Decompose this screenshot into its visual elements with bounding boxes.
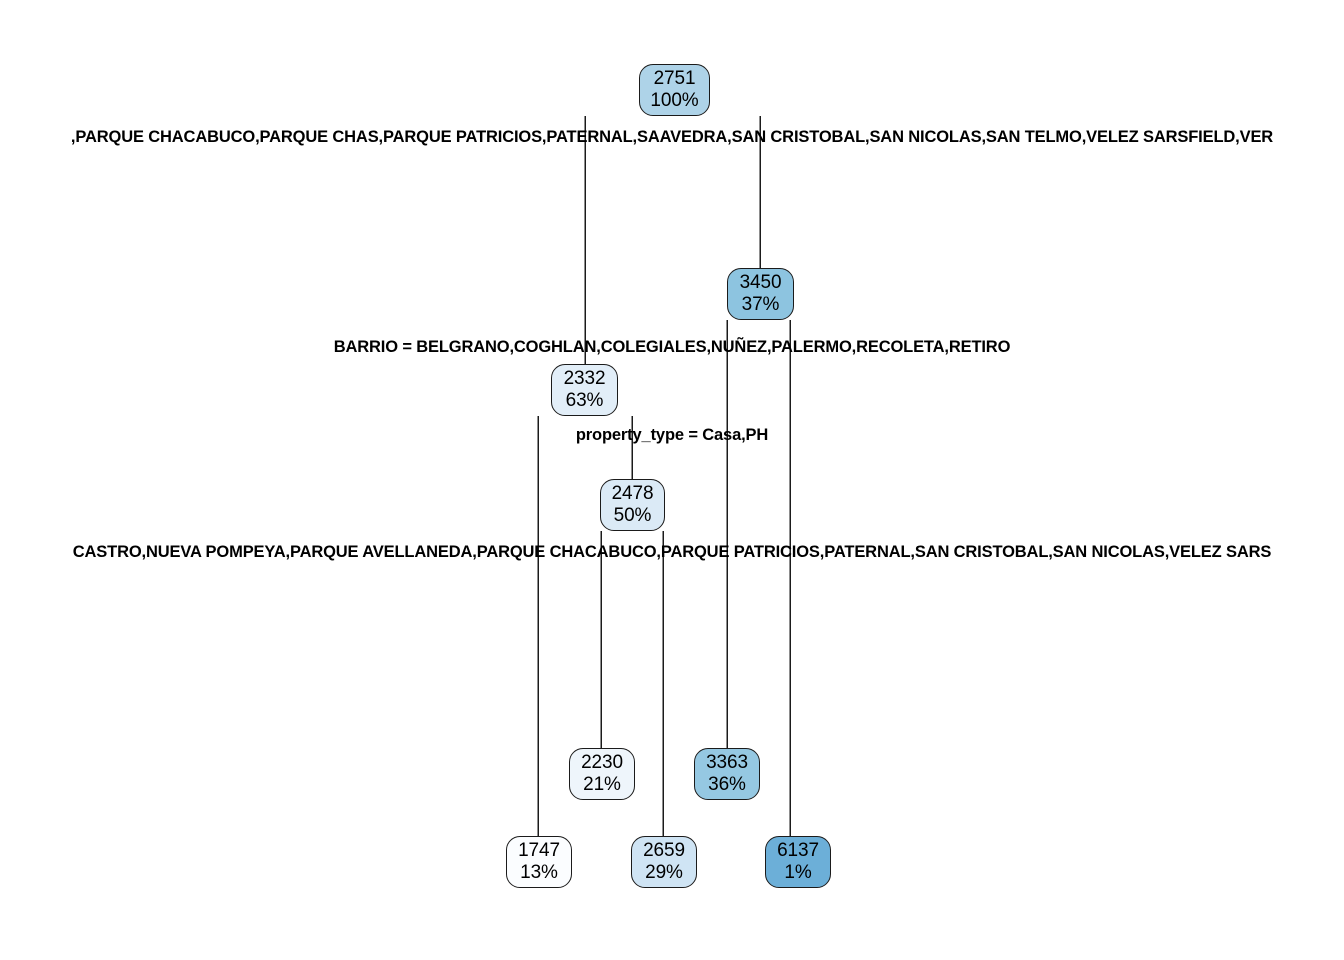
node-percentage: 37% <box>741 293 780 315</box>
node-percentage: 21% <box>583 773 621 795</box>
node-percentage: 36% <box>708 773 746 795</box>
node-value: 3363 <box>706 751 748 773</box>
node-value: 2659 <box>643 839 685 861</box>
node-percentage: 13% <box>520 861 558 883</box>
node-value: 2478 <box>611 482 654 504</box>
split-label: CASTRO,NUEVA POMPEYA,PARQUE AVELLANEDA,P… <box>72 543 1272 561</box>
split-label: BARRIO = BELGRANO,COGHLAN,COLEGIALES,NUÑ… <box>333 338 1011 356</box>
node-percentage: 29% <box>645 861 683 883</box>
node-percentage: 63% <box>565 389 604 411</box>
node-percentage: 50% <box>613 504 652 526</box>
node-value: 1747 <box>518 839 560 861</box>
node-value: 6137 <box>777 839 819 861</box>
node-percentage: 1% <box>784 861 812 883</box>
node-value: 2230 <box>581 751 623 773</box>
node-value: 2332 <box>563 367 606 389</box>
node-value: 3450 <box>739 271 782 293</box>
split-label: property_type = Casa,PH <box>575 426 769 444</box>
split-label: ,PARQUE CHACABUCO,PARQUE CHAS,PARQUE PAT… <box>70 128 1274 146</box>
node-percentage: 100% <box>650 89 699 111</box>
node-value: 2751 <box>653 67 696 89</box>
